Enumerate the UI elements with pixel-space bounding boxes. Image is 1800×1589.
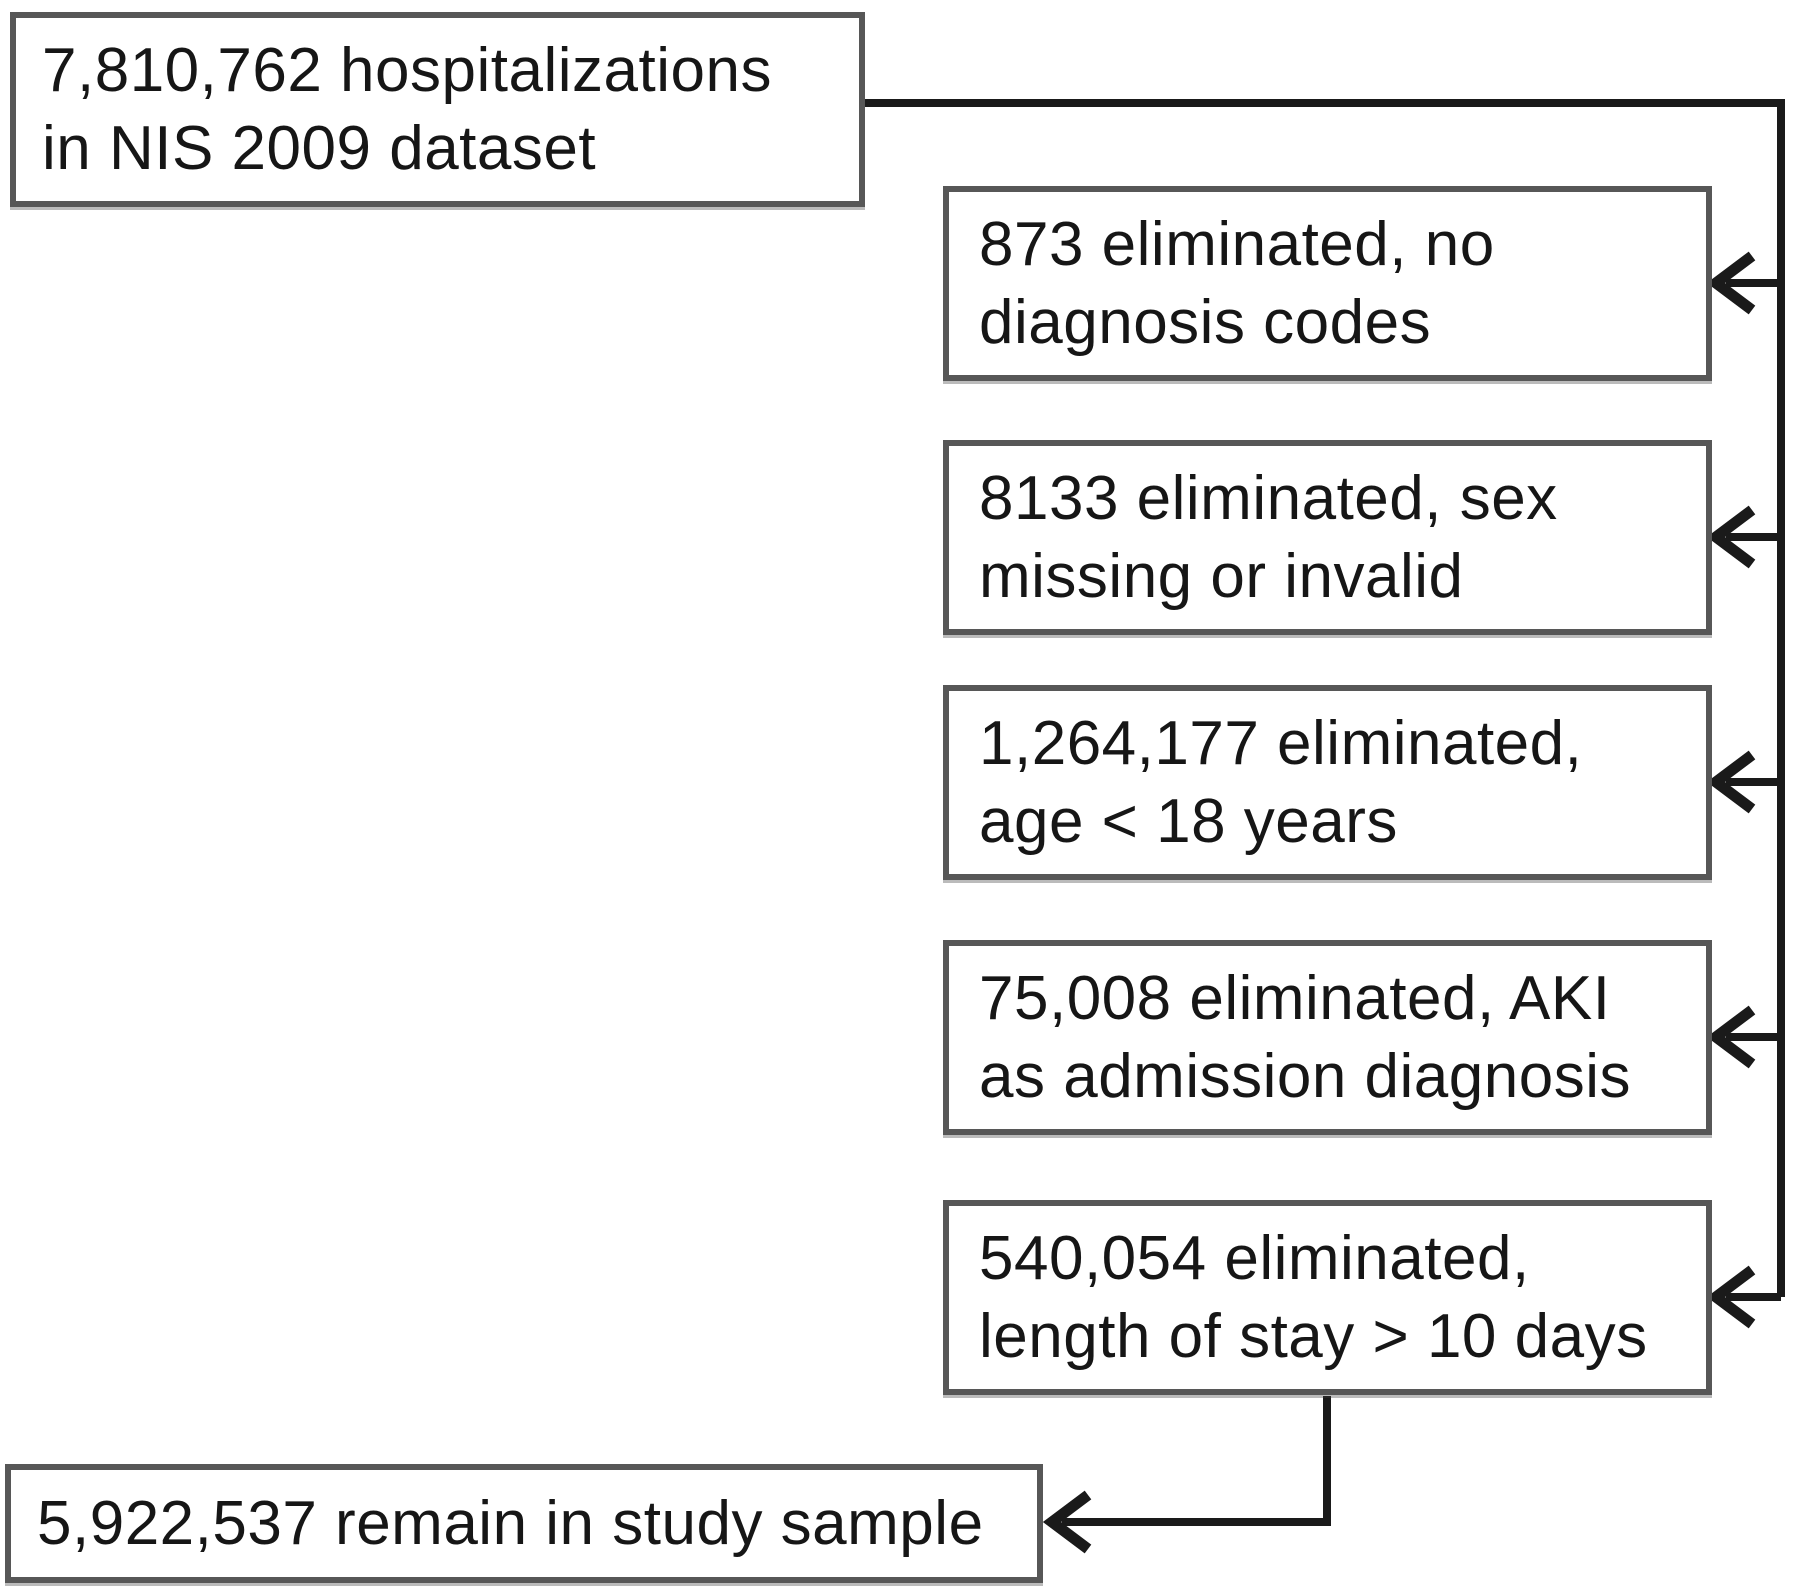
arrowhead-result (1042, 1490, 1092, 1554)
flow-box-text-line: 5,922,537 remain in study sample (37, 1488, 984, 1558)
flow-box-text-line: 540,054 eliminated, (979, 1223, 1530, 1293)
flow-box-hospitalizations-source: 7,810,762 hospitalizations in NIS 2009 d… (10, 12, 865, 207)
flow-box-text-line: in NIS 2009 dataset (42, 113, 597, 183)
flow-box-eliminated-no-diagnosis-codes: 873 eliminated, no diagnosis codes (943, 186, 1712, 381)
flow-box-text-line: length of stay > 10 days (979, 1301, 1648, 1371)
arrowhead-excl5 (1706, 1265, 1756, 1329)
flow-box-text-line: missing or invalid (979, 541, 1464, 611)
flow-box-eliminated-length-of-stay: 540,054 eliminated, length of stay > 10 … (943, 1200, 1712, 1395)
flow-box-eliminated-sex-missing: 8133 eliminated, sex missing or invalid (943, 440, 1712, 635)
flow-box-text-line: diagnosis codes (979, 287, 1432, 357)
flow-box-text-line: 1,264,177 eliminated, (979, 708, 1583, 778)
flow-box-text-line: age < 18 years (979, 786, 1398, 856)
arrowhead-excl4 (1706, 1005, 1756, 1069)
result-connector-line (1062, 1396, 1331, 1526)
flow-box-text-line: 873 eliminated, no (979, 209, 1495, 279)
arrowhead-excl1 (1706, 251, 1756, 315)
arrowhead-excl3 (1706, 750, 1756, 814)
flow-box-study-sample-result: 5,922,537 remain in study sample (5, 1464, 1043, 1583)
arrowhead-excl2 (1706, 505, 1756, 569)
flow-box-text-line: 75,008 eliminated, AKI (979, 963, 1611, 1033)
trunk-line (862, 99, 1785, 1297)
flow-box-text-line: 7,810,762 hospitalizations (42, 35, 772, 105)
flow-box-eliminated-aki-admission-diagnosis: 75,008 eliminated, AKI as admission diag… (943, 940, 1712, 1135)
flow-box-text-line: as admission diagnosis (979, 1041, 1632, 1111)
flow-box-eliminated-age-under-18: 1,264,177 eliminated, age < 18 years (943, 685, 1712, 880)
flow-box-text-line: 8133 eliminated, sex (979, 463, 1558, 533)
